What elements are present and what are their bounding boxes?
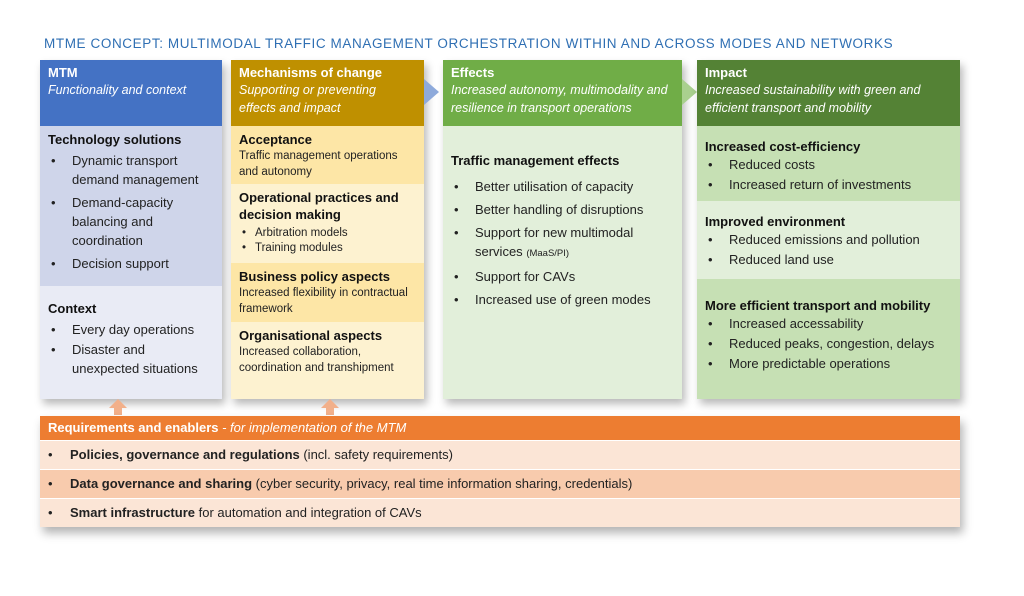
requirements-row-rest: (incl. safety requirements): [299, 447, 453, 462]
diagram-title: MTME CONCEPT: MULTIMODAL TRAFFIC MANAGEM…: [44, 36, 894, 51]
requirements-heading: Requirements and enablers: [48, 420, 219, 435]
requirements-row-text: Data governance and sharing (cyber secur…: [70, 470, 632, 498]
arrow-up-icon: [321, 399, 339, 408]
maas-note: (MaaS/PI): [526, 248, 570, 259]
context-section: Context Every day operations Disaster an…: [40, 286, 222, 399]
arrow-up-icon: [109, 399, 127, 408]
list-item: Better utilisation of capacity: [451, 177, 674, 196]
cost-efficiency-section: Increased cost-efficiency Reduced costs …: [697, 126, 960, 201]
requirements-header: Requirements and enablers - for implemen…: [40, 416, 960, 440]
effects-heading: Effects: [451, 65, 495, 80]
list-item: Reduced costs: [705, 155, 952, 174]
mtm-subheading: Functionality and context: [48, 83, 187, 97]
traffic-effects-section: Traffic management effects Better utilis…: [443, 126, 682, 318]
mtm-column: MTM Functionality and context Technology…: [40, 60, 222, 399]
list-item: Increased accessability: [705, 314, 952, 333]
list-item: More predictable operations: [705, 354, 952, 373]
requirements-row-bold: Policies, governance and regulations: [70, 447, 300, 462]
context-title: Context: [48, 301, 97, 316]
operational-title: Operational practices and decision makin…: [239, 190, 399, 222]
list-item: Every day operations: [48, 320, 214, 339]
list-item: Increased use of green modes: [451, 290, 674, 309]
list-item: Training modules: [239, 241, 416, 255]
environment-section: Improved environment Reduced emissions a…: [697, 201, 960, 279]
list-item: Disaster and unexpected situations: [48, 340, 214, 378]
acceptance-title: Acceptance: [239, 132, 312, 147]
requirements-row-rest: for automation and integration of CAVs: [194, 505, 422, 520]
business-text: Increased flexibility in contractual fra…: [239, 287, 408, 315]
mechanisms-heading: Mechanisms of change: [239, 65, 383, 80]
requirements-heading-suffix: - for implementation of the MTM: [218, 420, 407, 435]
impact-header: Impact Increased sustainability with gre…: [697, 60, 960, 126]
effects-column: Effects Increased autonomy, multimodalit…: [443, 60, 682, 399]
list-item: Support for new multimodal services (Maa…: [451, 223, 674, 263]
list-item: Decision support: [48, 254, 214, 273]
mtm-heading: MTM: [48, 65, 78, 80]
technology-solutions-title: Technology solutions: [48, 132, 182, 147]
list-item: Arbitration models: [239, 226, 416, 240]
technology-solutions-section: Technology solutions Dynamic transport d…: [40, 126, 222, 286]
list-item: Increased return of investments: [705, 175, 952, 194]
impact-column: Impact Increased sustainability with gre…: [697, 60, 960, 399]
business-section: Business policy aspects Increased flexib…: [231, 263, 424, 322]
traffic-effects-title: Traffic management effects: [451, 153, 620, 168]
context-list: Every day operations Disaster and unexpe…: [48, 320, 214, 378]
list-item: Reduced emissions and pollution: [705, 230, 952, 249]
arrow-up-stem: [114, 408, 122, 415]
cost-efficiency-title: Increased cost-efficiency: [705, 139, 861, 154]
arrow-up-stem: [326, 408, 334, 415]
list-item: Better handling of disruptions: [451, 200, 674, 219]
bullet-icon: •: [48, 447, 53, 462]
list-item: Reduced peaks, congestion, delays: [705, 334, 952, 353]
requirements-row-text: Smart infrastructure for automation and …: [70, 499, 422, 527]
mechanisms-column: Mechanisms of change Supporting or preve…: [231, 60, 424, 399]
mobility-list: Increased accessability Reduced peaks, c…: [705, 314, 952, 373]
operational-list: Arbitration models Training modules: [239, 226, 416, 255]
arrow-right-icon: [682, 79, 697, 105]
organisational-text: Increased collaboration, coordination an…: [239, 346, 394, 374]
operational-section: Operational practices and decision makin…: [231, 184, 424, 263]
business-title: Business policy aspects: [239, 269, 391, 284]
list-item-text: Support for new multimodal services: [475, 225, 634, 259]
technology-solutions-list: Dynamic transport demand management Dema…: [48, 151, 214, 273]
requirements-row: • Data governance and sharing (cyber sec…: [40, 469, 960, 498]
requirements-row-text: Policies, governance and regulations (in…: [70, 441, 453, 469]
list-item: Demand-capacity balancing and coordinati…: [48, 193, 214, 250]
cost-efficiency-list: Reduced costs Increased return of invest…: [705, 155, 952, 194]
requirements-panel: Requirements and enablers - for implemen…: [40, 416, 960, 527]
mtm-header: MTM Functionality and context: [40, 60, 222, 126]
requirements-row: • Policies, governance and regulations (…: [40, 440, 960, 469]
list-item: Reduced land use: [705, 250, 952, 269]
arrow-right-icon: [424, 79, 439, 105]
impact-subheading: Increased sustainability with green and …: [705, 83, 921, 115]
environment-title: Improved environment: [705, 214, 846, 229]
organisational-title: Organisational aspects: [239, 328, 383, 343]
traffic-effects-list: Better utilisation of capacity Better ha…: [451, 177, 674, 309]
impact-heading: Impact: [705, 65, 747, 80]
acceptance-section: Acceptance Traffic management operations…: [231, 126, 424, 184]
requirements-row-bold: Data governance and sharing: [70, 476, 253, 491]
environment-list: Reduced emissions and pollution Reduced …: [705, 230, 952, 269]
acceptance-text: Traffic management operations and autono…: [239, 150, 398, 178]
organisational-section: Organisational aspects Increased collabo…: [231, 322, 424, 399]
requirements-row: • Smart infrastructure for automation an…: [40, 498, 960, 527]
requirements-row-bold: Smart infrastructure: [70, 505, 195, 520]
bullet-icon: •: [48, 476, 53, 491]
mobility-section: More efficient transport and mobility In…: [697, 279, 960, 399]
mechanisms-header: Mechanisms of change Supporting or preve…: [231, 60, 424, 126]
list-item: Support for CAVs: [451, 267, 674, 286]
list-item: Dynamic transport demand management: [48, 151, 214, 189]
bullet-icon: •: [48, 505, 53, 520]
mobility-title: More efficient transport and mobility: [705, 298, 931, 313]
effects-subheading: Increased autonomy, multimodality and re…: [451, 83, 668, 115]
effects-header: Effects Increased autonomy, multimodalit…: [443, 60, 682, 126]
requirements-row-rest: (cyber security, privacy, real time info…: [252, 476, 633, 491]
mechanisms-subheading: Supporting or preventing effects and imp…: [239, 83, 376, 115]
